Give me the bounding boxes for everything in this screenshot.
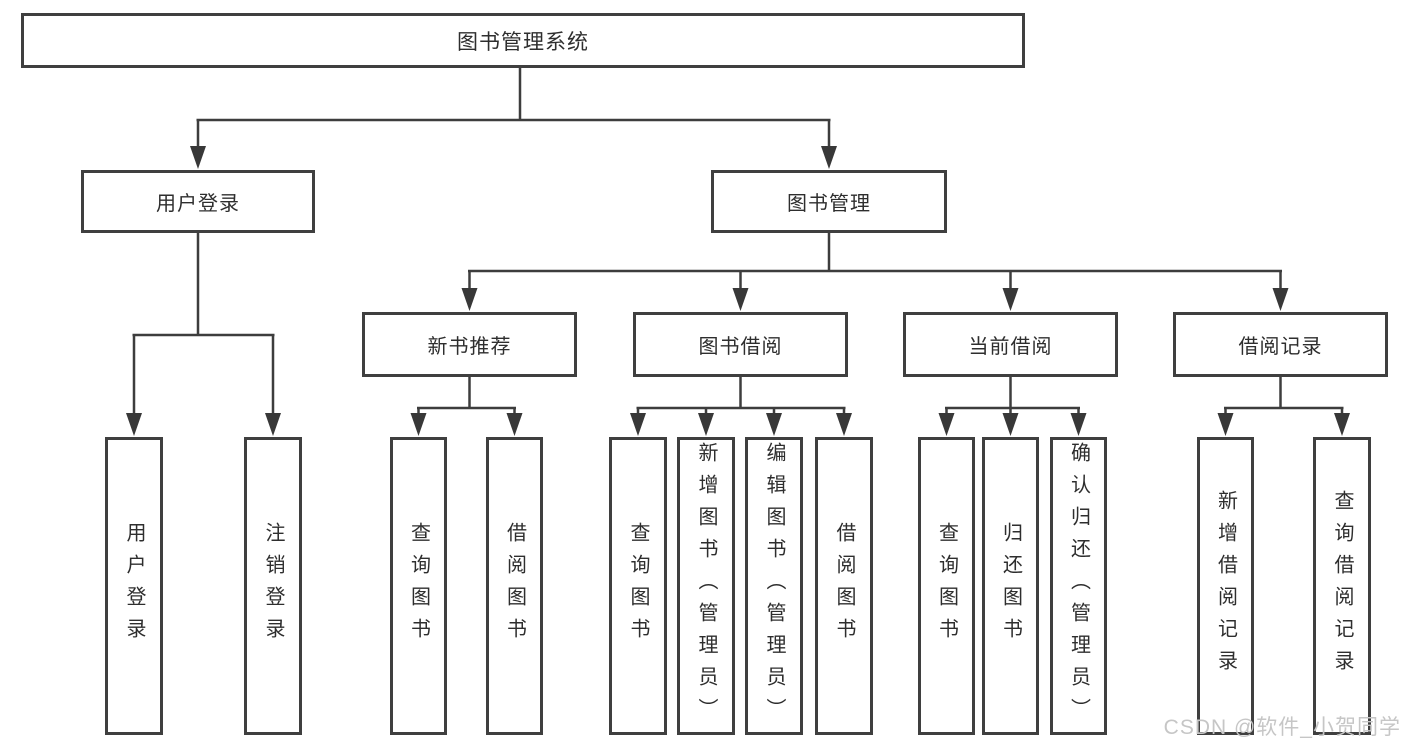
node-leaf-bb-add-books-admin: 新增图书（管理员）: [677, 437, 735, 735]
node-leaf-logout: 注销登录: [244, 437, 302, 735]
node-library-management-system: 图书管理系统: [21, 13, 1025, 68]
node-label: 新增借阅记录: [1214, 490, 1237, 682]
node-label: 借阅图书: [503, 522, 526, 650]
node-label: 借阅图书: [833, 522, 855, 650]
node-book-management: 图书管理: [711, 170, 947, 233]
node-current-borrowing: 当前借阅: [903, 312, 1118, 377]
node-leaf-cb-confirm-return-admin: 确认归还（管理员）: [1050, 437, 1107, 735]
node-leaf-nbr-query-books: 查询图书: [390, 437, 447, 735]
node-leaf-br-add-record: 新增借阅记录: [1197, 437, 1254, 735]
node-label: 查询图书: [407, 522, 430, 650]
node-label: 确认归还（管理员）: [1067, 442, 1090, 730]
node-user-login: 用户登录: [81, 170, 315, 233]
node-new-book-recommendation: 新书推荐: [362, 312, 577, 377]
node-label: 编辑图书（管理员）: [763, 442, 785, 730]
node-leaf-bb-edit-books-admin: 编辑图书（管理员）: [745, 437, 803, 735]
node-label: 用户登录: [123, 522, 145, 650]
node-book-borrowing: 图书借阅: [633, 312, 848, 377]
node-label: 查询图书: [627, 522, 649, 650]
node-label: 注销登录: [262, 522, 284, 650]
node-leaf-cb-return-books: 归还图书: [982, 437, 1039, 735]
node-borrowing-records: 借阅记录: [1173, 312, 1388, 377]
node-leaf-nbr-borrow-books: 借阅图书: [486, 437, 543, 735]
node-label: 新增图书（管理员）: [695, 442, 717, 730]
node-leaf-cb-query-books: 查询图书: [918, 437, 975, 735]
node-label: 查询借阅记录: [1331, 490, 1353, 682]
node-label: 归还图书: [999, 522, 1022, 650]
node-leaf-user-login: 用户登录: [105, 437, 163, 735]
node-leaf-bb-query-books: 查询图书: [609, 437, 667, 735]
node-leaf-br-query-record: 查询借阅记录: [1313, 437, 1371, 735]
node-leaf-bb-borrow-books: 借阅图书: [815, 437, 873, 735]
csdn-watermark: CSDN @软件_小贺同学: [1163, 716, 1401, 739]
node-label: 查询图书: [935, 522, 958, 650]
